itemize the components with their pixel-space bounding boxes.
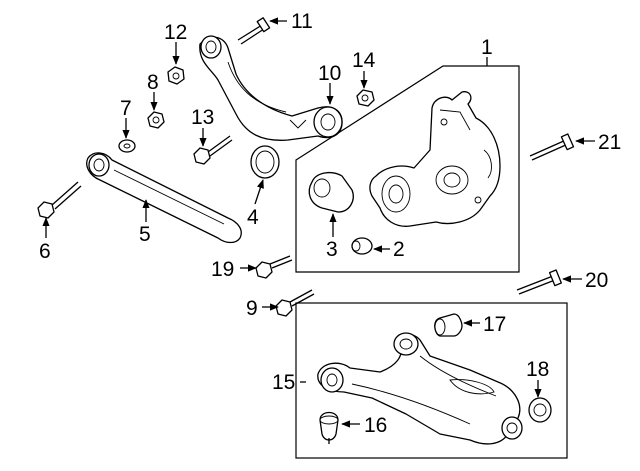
- nut-14[interactable]: [356, 89, 375, 107]
- bolt-6[interactable]: [37, 181, 82, 219]
- callout-13: 13: [191, 106, 214, 129]
- callout-5: 5: [139, 223, 151, 246]
- callout-19: 19: [211, 258, 234, 281]
- callout-21: 21: [598, 131, 621, 154]
- bushing-ring-4[interactable]: [250, 145, 280, 179]
- callout-15: 15: [272, 371, 295, 394]
- bolt-13[interactable]: [193, 135, 233, 165]
- knuckle-1[interactable]: [369, 91, 501, 227]
- bolt-19[interactable]: [255, 255, 293, 279]
- callout-20: 20: [585, 269, 608, 292]
- nut-12[interactable]: [167, 66, 185, 85]
- leader-lines: [42, 17, 595, 428]
- bolt-11[interactable]: [237, 17, 271, 45]
- upper-control-arm-10[interactable]: [199, 35, 343, 141]
- bushing-17[interactable]: [434, 313, 463, 337]
- callout-7: 7: [120, 97, 132, 120]
- lower-control-arm-15[interactable]: [317, 332, 523, 445]
- callout-8: 8: [147, 71, 159, 94]
- nut-8[interactable]: [147, 111, 165, 129]
- lateral-link-5[interactable]: [86, 152, 242, 244]
- callout-18: 18: [526, 358, 549, 381]
- callout-17: 17: [483, 313, 506, 336]
- washer-7[interactable]: [118, 139, 136, 153]
- callout-10: 10: [318, 62, 341, 85]
- ball-joint-16[interactable]: [319, 411, 339, 445]
- callout-16: 16: [364, 414, 387, 437]
- knuckle-group-box: [295, 65, 520, 273]
- callout-3: 3: [326, 238, 338, 261]
- callout-1: 1: [481, 36, 493, 59]
- bolt-21[interactable]: [529, 133, 575, 161]
- bushing-3[interactable]: [308, 171, 354, 213]
- lower-arm-group-box: [295, 302, 568, 459]
- callout-11: 11: [291, 10, 313, 33]
- bushing-2[interactable]: [351, 237, 373, 255]
- callout-4: 4: [247, 206, 259, 229]
- bushing-18[interactable]: [528, 397, 552, 423]
- bolt-9[interactable]: [275, 289, 315, 317]
- callout-6: 6: [39, 240, 51, 263]
- callout-12: 12: [164, 21, 187, 44]
- callout-14: 14: [352, 49, 376, 72]
- callout-2: 2: [393, 238, 405, 261]
- callout-9: 9: [246, 297, 258, 320]
- bolt-20[interactable]: [516, 269, 562, 295]
